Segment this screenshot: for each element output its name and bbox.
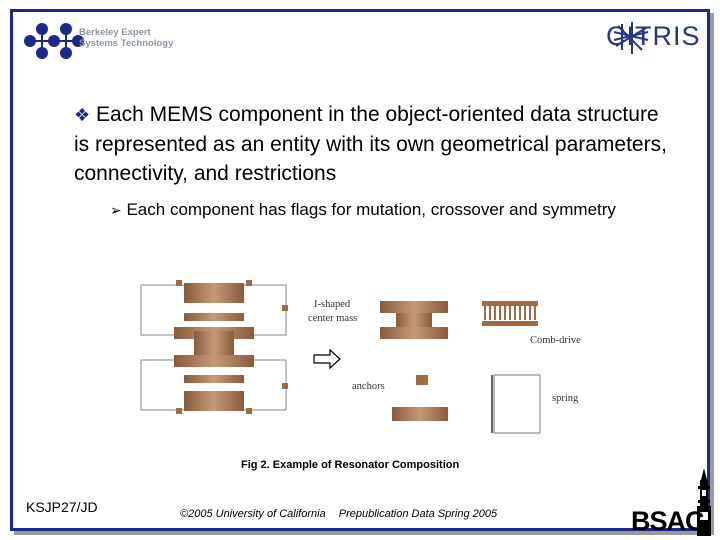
slide-frame <box>10 9 710 531</box>
diamond-bullet-icon: ❖ <box>74 105 91 125</box>
arrow-bullet-icon: ➢ <box>110 202 122 218</box>
center-mass-shape <box>380 301 448 339</box>
copyright-text: ©2005 University of California <box>180 508 326 520</box>
sub-bullet: ➢ Each component has flags for mutation,… <box>110 198 650 222</box>
slide-id: KSJP27/JD <box>26 499 98 515</box>
decomposition-arrow-icon <box>313 348 341 370</box>
best-logo-text: Berkeley Expert Systems Technology <box>79 27 174 49</box>
bsac-tower-icon <box>697 468 711 536</box>
anchors-label: anchors <box>352 381 385 392</box>
anchor-bar-shape <box>392 407 448 421</box>
slide-background <box>13 12 707 528</box>
citris-logo-mark <box>613 22 649 54</box>
resonator-figure: I-shaped center mass Comb-drive anchors … <box>140 280 581 434</box>
anchor-small-shape <box>416 375 428 385</box>
comb-drive-shape <box>482 301 538 326</box>
citris-logo-text: CITRIS <box>606 21 701 51</box>
best-logo <box>24 23 84 59</box>
main-bullet-text: Each MEMS component in the object-orient… <box>74 103 667 185</box>
assembled-resonator <box>140 280 288 414</box>
figure-caption: Fig 2. Example of Resonator Composition <box>241 459 460 471</box>
main-bullet: ❖ Each MEMS component in the object-orie… <box>74 100 674 188</box>
prepublication-note: Prepublication Data Spring 2005 <box>338 508 498 520</box>
spring-shape <box>491 374 541 434</box>
center-mass-label-line1: I-shaped <box>314 299 351 310</box>
comb-drive-label: Comb-drive <box>530 335 581 346</box>
center-mass-label-line2: center mass <box>308 313 357 324</box>
sub-bullet-text: Each component has flags for mutation, c… <box>126 200 616 219</box>
bsac-logo-text: BSAC <box>631 506 705 536</box>
footer-copyright: ©2005 University of California Prepublic… <box>180 508 507 520</box>
spring-label: spring <box>552 393 579 404</box>
